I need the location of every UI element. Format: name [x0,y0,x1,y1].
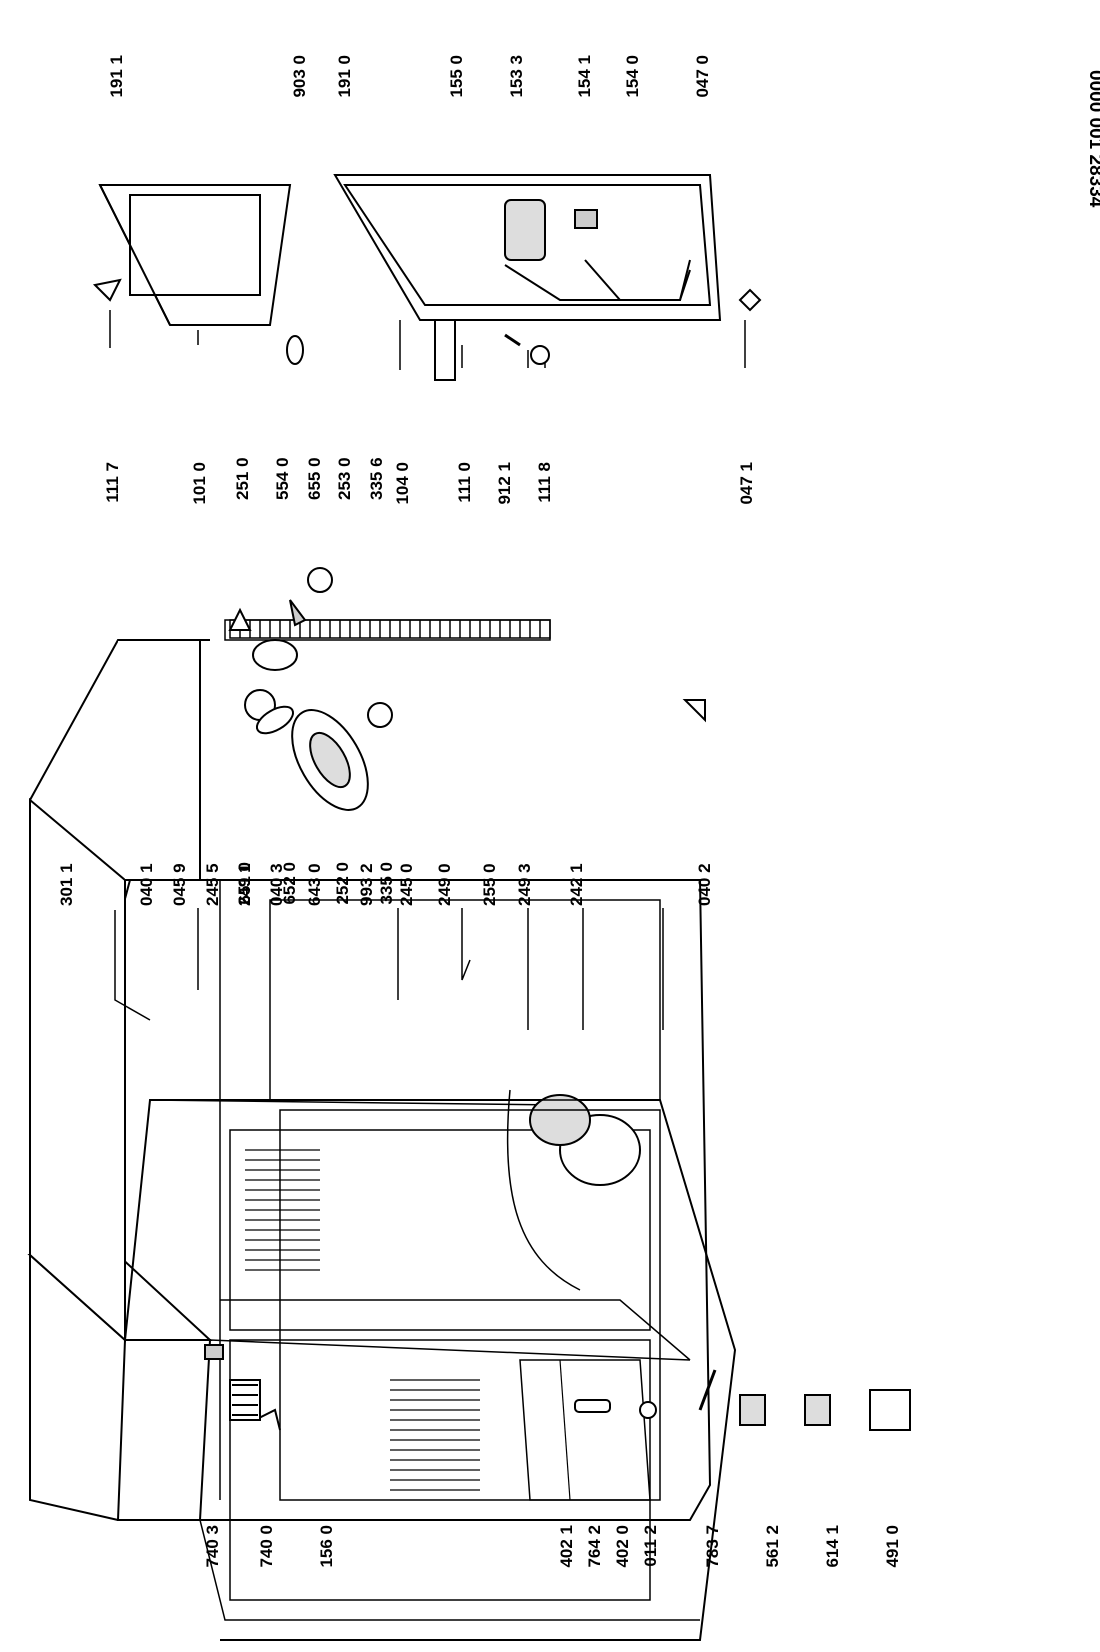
label-912-1: 912 1 [495,462,514,505]
label-249-3: 249 3 [515,863,534,906]
label-111-8: 111 8 [535,462,554,503]
label-245-0: 245 0 [397,863,416,906]
label-402-0: 402 0 [613,1525,632,1568]
label-040-2: 040 2 [695,863,714,906]
label-111-0: 111 0 [455,462,474,503]
label-253-0: 253 0 [335,457,354,500]
label-242-1: 242 1 [567,863,586,906]
part-labels: 740 3 740 0 156 0 402 1 764 2 402 0 011 … [57,55,902,1568]
label-111-7: 111 7 [103,462,122,503]
label-191-1: 191 1 [107,55,126,98]
label-191-0: 191 0 [335,55,354,98]
label-156-0: 156 0 [317,1525,336,1568]
fridge-door [333,174,722,321]
label-251-0: 251 0 [233,457,252,500]
label-783-7: 783 7 [703,1525,722,1568]
small-parts-left [204,1344,911,1431]
label-155-0: 155 0 [447,55,466,98]
label-047-1: 047 1 [737,462,756,505]
label-011-2: 011 2 [641,1525,660,1567]
label-252-0: 252 0 [333,862,352,905]
label-614-1: 614 1 [823,1525,842,1568]
label-154-0: 154 0 [623,55,642,98]
label-764-2: 764 2 [585,1525,604,1568]
label-903-0: 903 0 [290,55,309,98]
label-245-5: 245 5 [203,863,222,906]
label-402-1: 402 1 [557,1525,576,1568]
fridge-cabinet [29,639,712,1521]
label-651-0: 651 0 [235,862,254,905]
label-047-0: 047 0 [693,55,712,98]
label-643-0: 643 0 [305,863,324,906]
label-249-1: 249 1 [235,863,254,906]
label-255-0: 255 0 [480,863,499,906]
label-561-2: 561 2 [763,1525,782,1568]
label-993-2: 993 2 [357,863,376,906]
label-554-0: 554 0 [273,457,292,500]
freezer-door [98,184,292,326]
label-154-1: 154 1 [575,55,594,98]
label-740-0: 740 0 [257,1525,276,1568]
shelf-grid-upper [245,1149,320,1271]
thermostat-assembly [228,567,393,811]
label-491-0: 491 0 [883,1525,902,1568]
label-249-0: 249 0 [435,863,454,906]
label-040-3: 040 3 [267,863,286,906]
label-655-0: 655 0 [305,457,324,500]
shelf-grid-lower [390,1379,480,1491]
label-045-9: 045 9 [170,863,189,906]
label-740-3: 740 3 [203,1525,222,1568]
label-101-0: 101 0 [190,462,209,505]
label-301-1: 301 1 [57,863,76,906]
document-code: 0000 001 28334 [1085,70,1100,208]
label-153-3: 153 3 [507,55,526,98]
door-hardware [92,278,762,723]
label-104-0: 104 0 [393,462,412,505]
label-040-1: 040 1 [137,863,156,906]
condenser-coil [229,619,551,639]
label-652-0: 652 0 [280,862,299,905]
label-335-6: 335 6 [367,457,386,500]
leader-lines [109,310,746,1030]
label-335-0: 335 0 [377,862,396,905]
